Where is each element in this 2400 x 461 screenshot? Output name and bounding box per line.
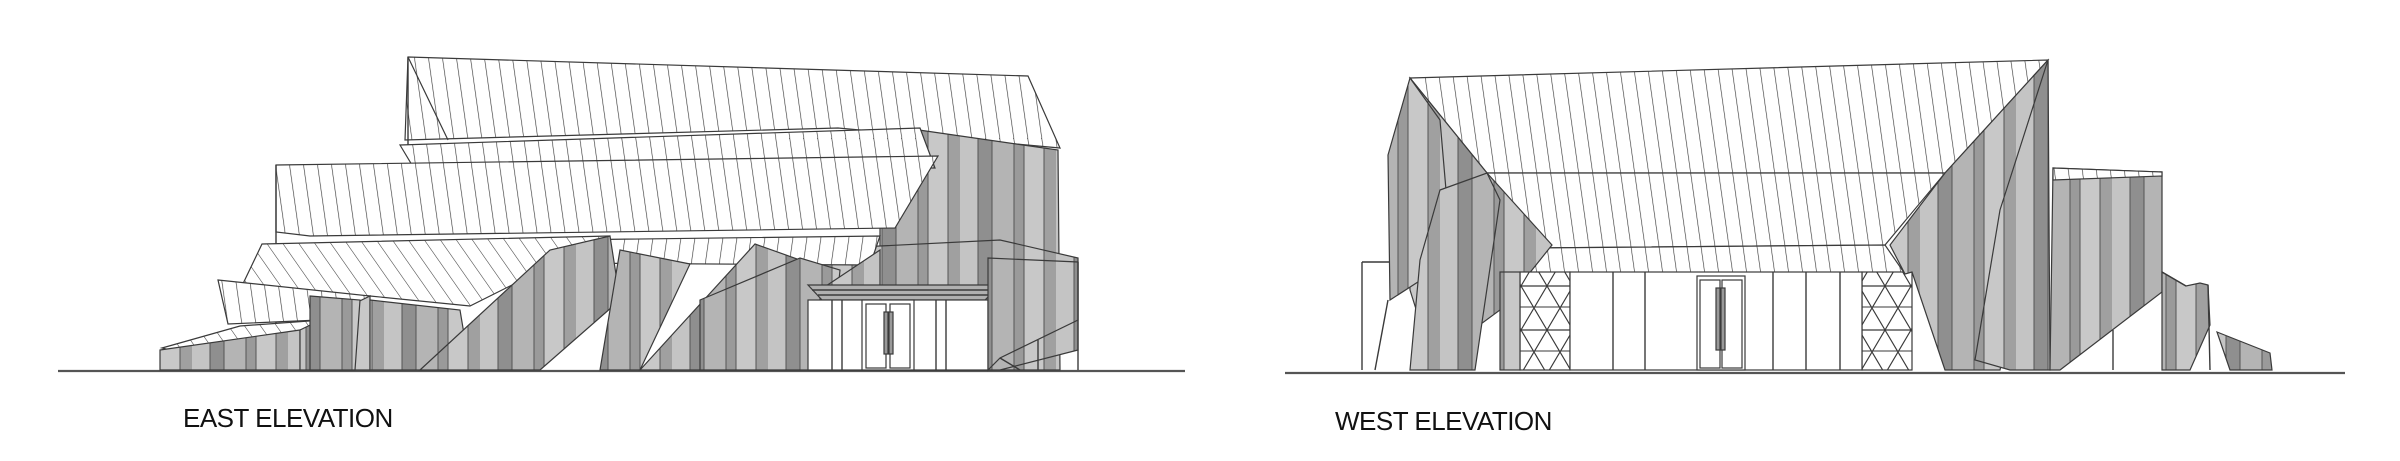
east-elevation-label: EAST ELEVATION <box>183 403 393 433</box>
east-entrance-door <box>861 299 915 371</box>
east-elevation <box>58 56 1185 373</box>
east-mid-roof-2 <box>275 155 940 237</box>
west-right-annex <box>2049 167 2163 371</box>
east-entrance-canopy <box>806 284 1002 301</box>
west-elevation <box>1285 58 2345 375</box>
west-lattice-left <box>1519 271 1571 371</box>
west-elevation-label: WEST ELEVATION <box>1335 406 1552 436</box>
west-lattice-right <box>1861 271 1913 371</box>
west-entrance-door <box>1696 275 1746 371</box>
west-main-roof <box>1408 59 2050 174</box>
